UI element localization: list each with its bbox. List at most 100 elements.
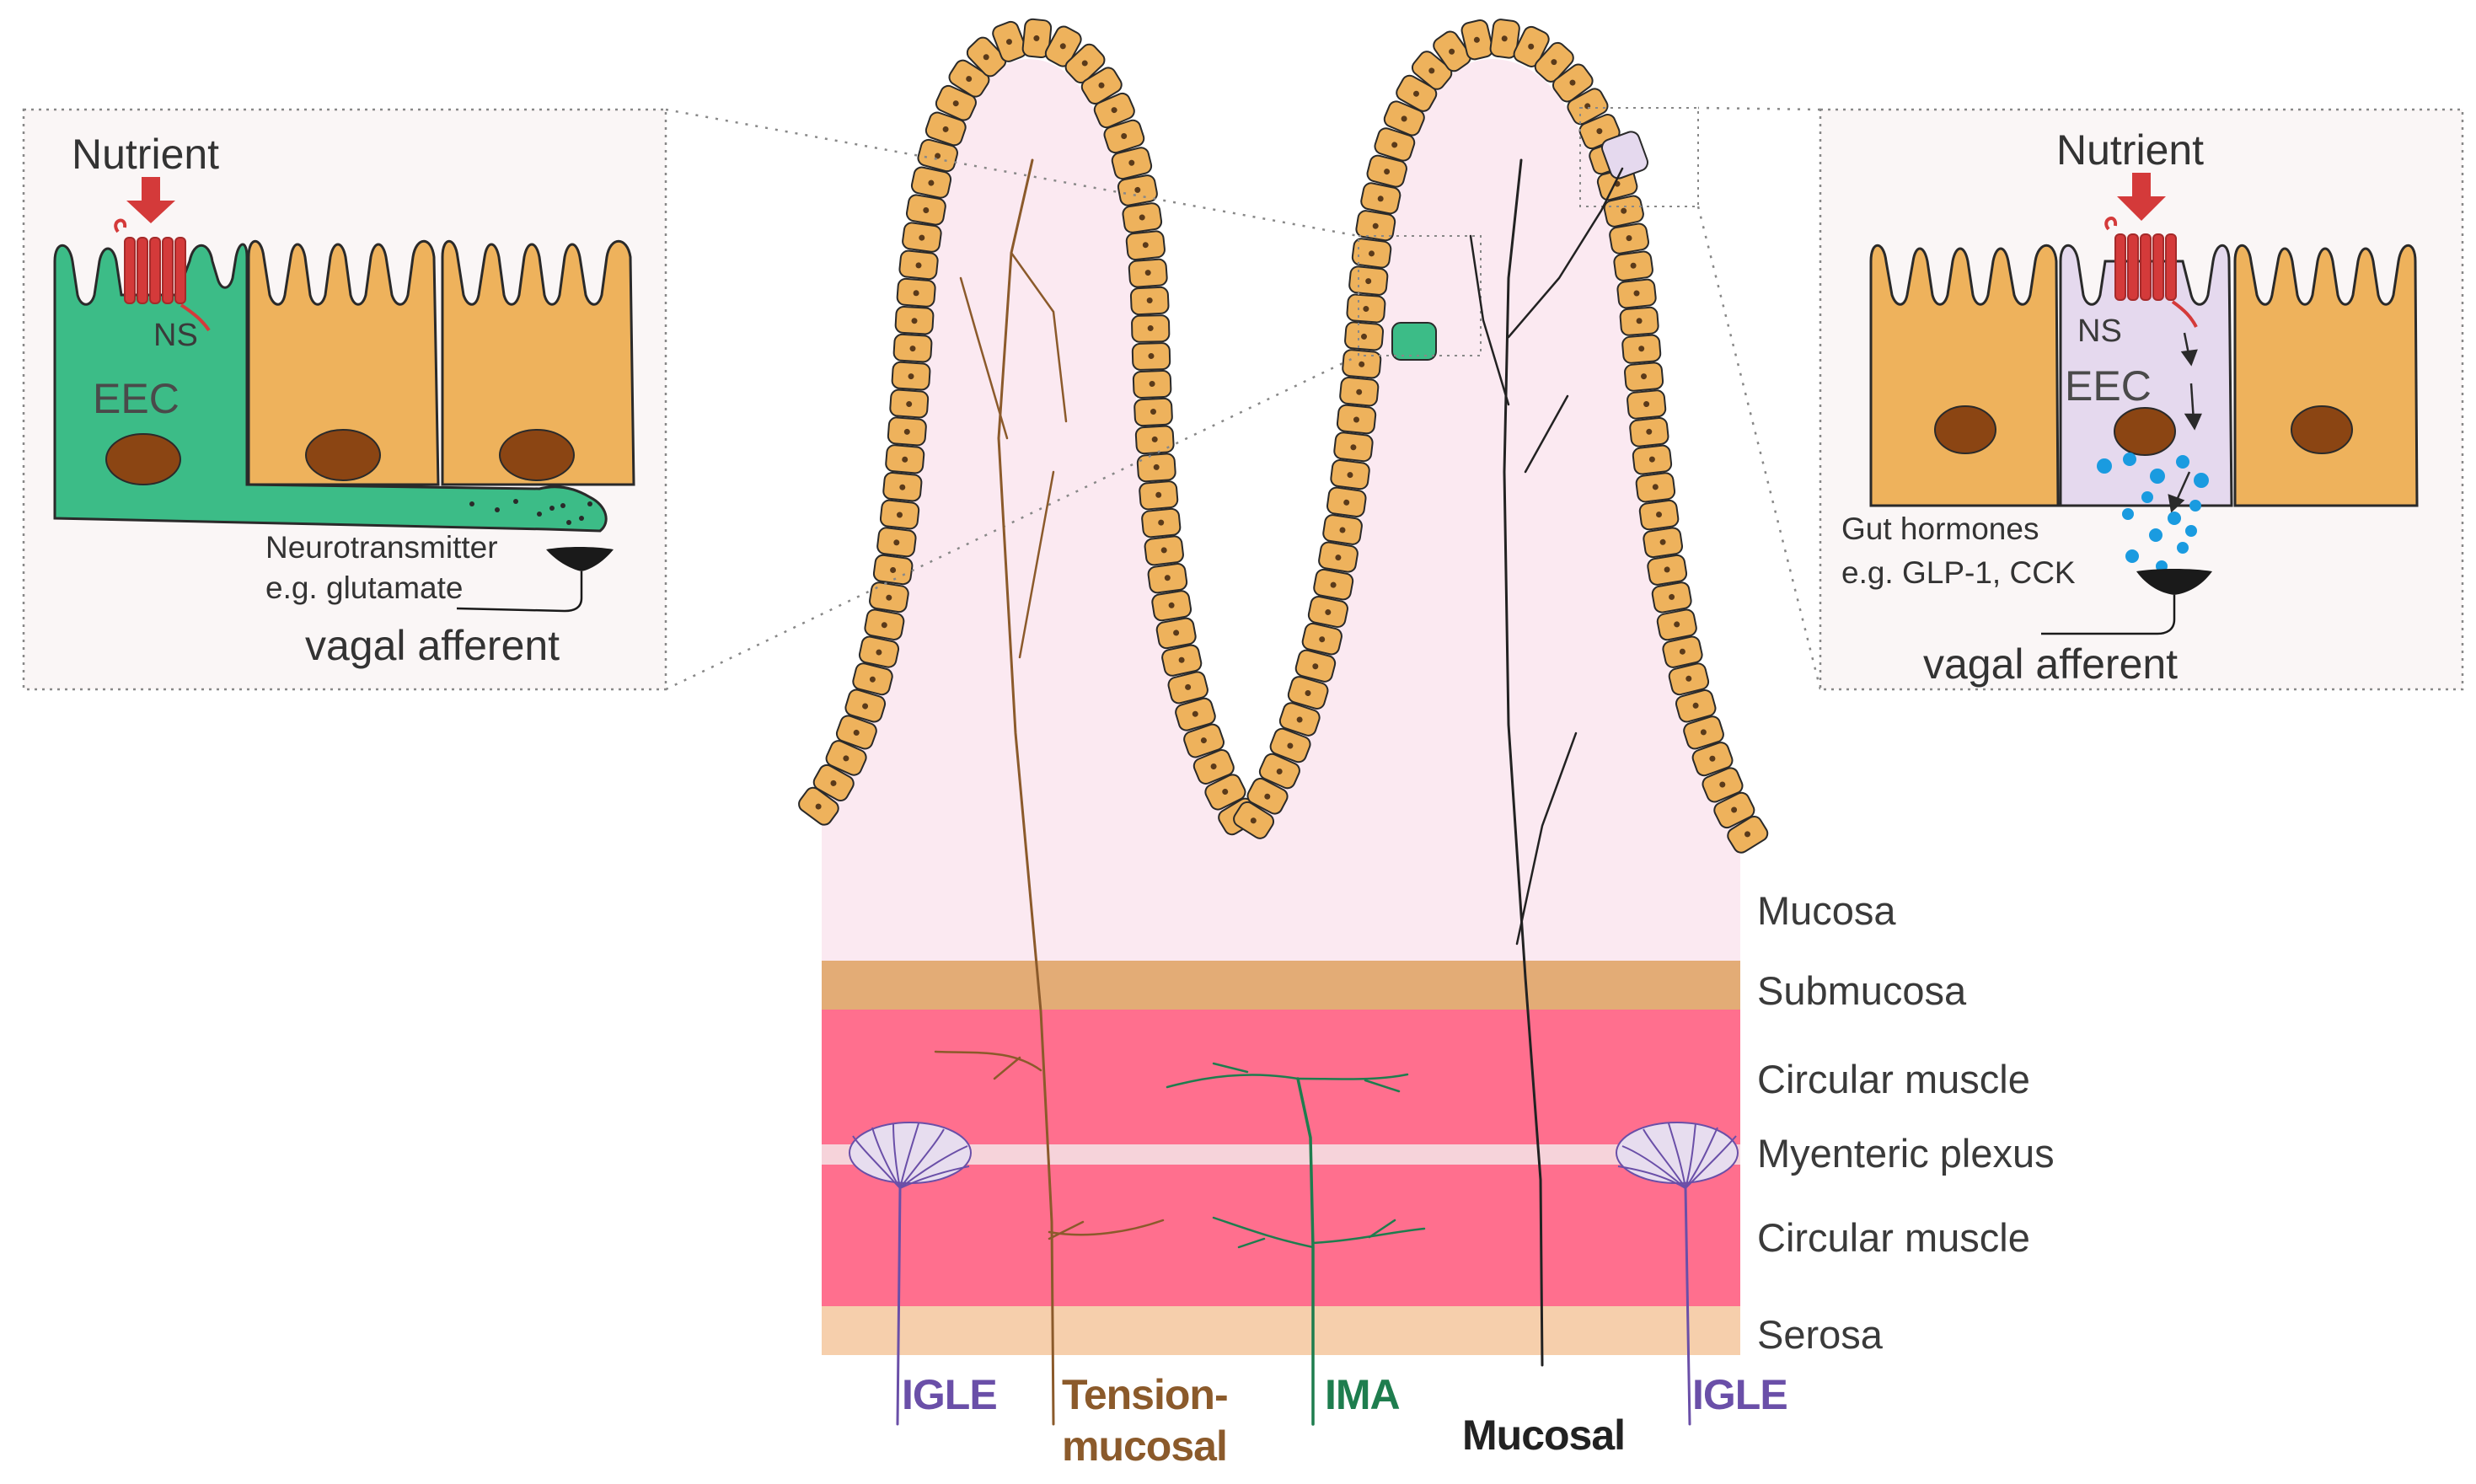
epithelial-cell xyxy=(1117,174,1158,206)
nerve-fibres xyxy=(896,158,1691,1426)
left-ns-label: NS xyxy=(153,318,198,353)
epithelial-cell xyxy=(1269,727,1311,763)
epithelial-cell xyxy=(1167,671,1209,704)
lilac-eec-cell xyxy=(1600,131,1649,179)
left-receptor xyxy=(114,218,211,332)
left-vesicles xyxy=(469,499,592,525)
left-nutrient-label: Nutrient xyxy=(72,131,219,178)
epithelial-cell xyxy=(1258,753,1300,790)
epithelial-cell xyxy=(1647,554,1688,586)
mucosal-fibre xyxy=(1503,158,1544,1367)
epithelial-cell xyxy=(924,111,967,147)
epithelial-cell xyxy=(1433,30,1471,72)
epithelial-cell xyxy=(1613,250,1653,281)
epithelial-cell xyxy=(1662,635,1703,668)
epithelial-cell xyxy=(882,472,923,502)
epithelial-cell xyxy=(1175,697,1216,731)
epithelial-cell xyxy=(1278,702,1321,737)
right-panel-eec-cell xyxy=(2059,244,2233,507)
epithelial-cell xyxy=(1702,767,1744,803)
epithelial-cell xyxy=(898,249,939,281)
right-eec-label: EEC xyxy=(2065,362,2152,410)
label-circular-muscle-top: Circular muscle xyxy=(1757,1057,2030,1101)
epithelial-cell xyxy=(1192,748,1235,785)
epithelial-cell xyxy=(844,688,887,723)
epithelial-cell xyxy=(948,59,990,98)
left-panel-cell-1 xyxy=(247,239,440,486)
epithelial-cell xyxy=(1330,459,1370,490)
left-panel-cell-2 xyxy=(441,239,635,486)
epithelial-cell xyxy=(1139,480,1179,511)
mucosa-layer xyxy=(822,809,1740,961)
epithelial-cell xyxy=(1489,19,1520,59)
epithelial-cell xyxy=(1313,568,1354,601)
tissue-layers xyxy=(822,809,1740,1355)
epithelial-cell xyxy=(1336,404,1377,435)
epithelial-cell xyxy=(1322,514,1363,545)
epithelial-cell xyxy=(835,715,877,750)
label-igle-right: IGLE xyxy=(1692,1371,1787,1418)
epithelial-cell xyxy=(1374,127,1416,162)
epithelial-cell xyxy=(1183,723,1225,758)
left-panel-eec-cell xyxy=(53,243,608,533)
epithelial-cell xyxy=(1136,453,1176,483)
left-villus-core xyxy=(822,59,1247,822)
right-nutrient-label: Nutrient xyxy=(2056,126,2204,174)
right-hormones-label: Gut hormones xyxy=(1841,512,2039,546)
right-panel-cell-1 xyxy=(1869,244,2060,507)
epithelial-cell xyxy=(1333,431,1374,463)
left-neurotransmitter-label: Neurotransmitter xyxy=(265,530,498,565)
igle-right-fibre xyxy=(1684,1187,1691,1426)
epithelial-cell xyxy=(1629,416,1669,447)
epithelial-cell xyxy=(1246,777,1289,815)
label-ima: IMA xyxy=(1325,1371,1400,1418)
label-igle-left: IGLE xyxy=(902,1371,997,1418)
epithelial-cell xyxy=(1326,486,1367,518)
right-inset-panel: Nutrient NS EEC Gut hormones e.g. GLP-1,… xyxy=(1819,108,2464,691)
epithelial-cell xyxy=(1691,742,1734,777)
epithelial-cell xyxy=(1233,801,1275,839)
epithelial-cell xyxy=(1360,182,1401,215)
epithelial-cell xyxy=(1683,715,1724,750)
epithelial-cell xyxy=(852,662,893,696)
igle-left-ending xyxy=(849,1122,972,1189)
epithelial-cell xyxy=(1513,25,1550,67)
circular-muscle-bottom-layer xyxy=(822,1165,1740,1306)
epithelial-cell xyxy=(1396,74,1438,112)
epithelial-cell xyxy=(876,527,917,558)
epithelial-cell xyxy=(1131,314,1171,343)
epithelial-cell xyxy=(1656,608,1697,641)
epithelial-cell xyxy=(1287,676,1329,710)
right-example-label: e.g. GLP-1, CCK xyxy=(1841,555,2076,590)
villi-interior xyxy=(822,59,1740,843)
epithelial-cell xyxy=(1651,581,1692,613)
epithelial-cell xyxy=(1318,541,1359,573)
epithelial-cell xyxy=(858,635,900,668)
epithelial-cell xyxy=(1366,154,1407,188)
zoom-box-right xyxy=(1579,107,1699,207)
label-mucosa: Mucosa xyxy=(1757,888,1896,933)
epithelial-cell xyxy=(1638,499,1680,531)
label-tension-line1: Tension- xyxy=(1062,1371,1228,1418)
epithelial-cell xyxy=(1111,147,1153,180)
epithelial-cell xyxy=(1619,306,1659,336)
epithelial-cell xyxy=(891,361,931,391)
epithelial-cell xyxy=(894,305,935,335)
epithelial-cell xyxy=(1727,815,1769,854)
epithelial-cell xyxy=(910,166,952,199)
epithelial-cell xyxy=(1155,617,1197,650)
epithelial-cell xyxy=(864,608,905,640)
epithelial-cell xyxy=(1093,92,1135,129)
epithelial-cell xyxy=(1151,590,1192,622)
left-afferent-label: vagal afferent xyxy=(305,622,560,669)
left-afferent-terminal xyxy=(546,547,614,571)
epithelial-cell xyxy=(1624,362,1664,392)
left-nutrient-arrow xyxy=(126,177,175,223)
epithelial-cell xyxy=(812,763,855,802)
left-eec-nucleus xyxy=(105,433,181,485)
epithelial-cell xyxy=(992,20,1027,62)
nerve-labels: IGLE Tension- mucosal IMA Mucosal IGLE xyxy=(902,1371,1788,1470)
right-cell-1-nucleus xyxy=(1934,405,1996,454)
epithelial-cell xyxy=(1552,63,1594,103)
right-villus-core xyxy=(1247,59,1740,843)
